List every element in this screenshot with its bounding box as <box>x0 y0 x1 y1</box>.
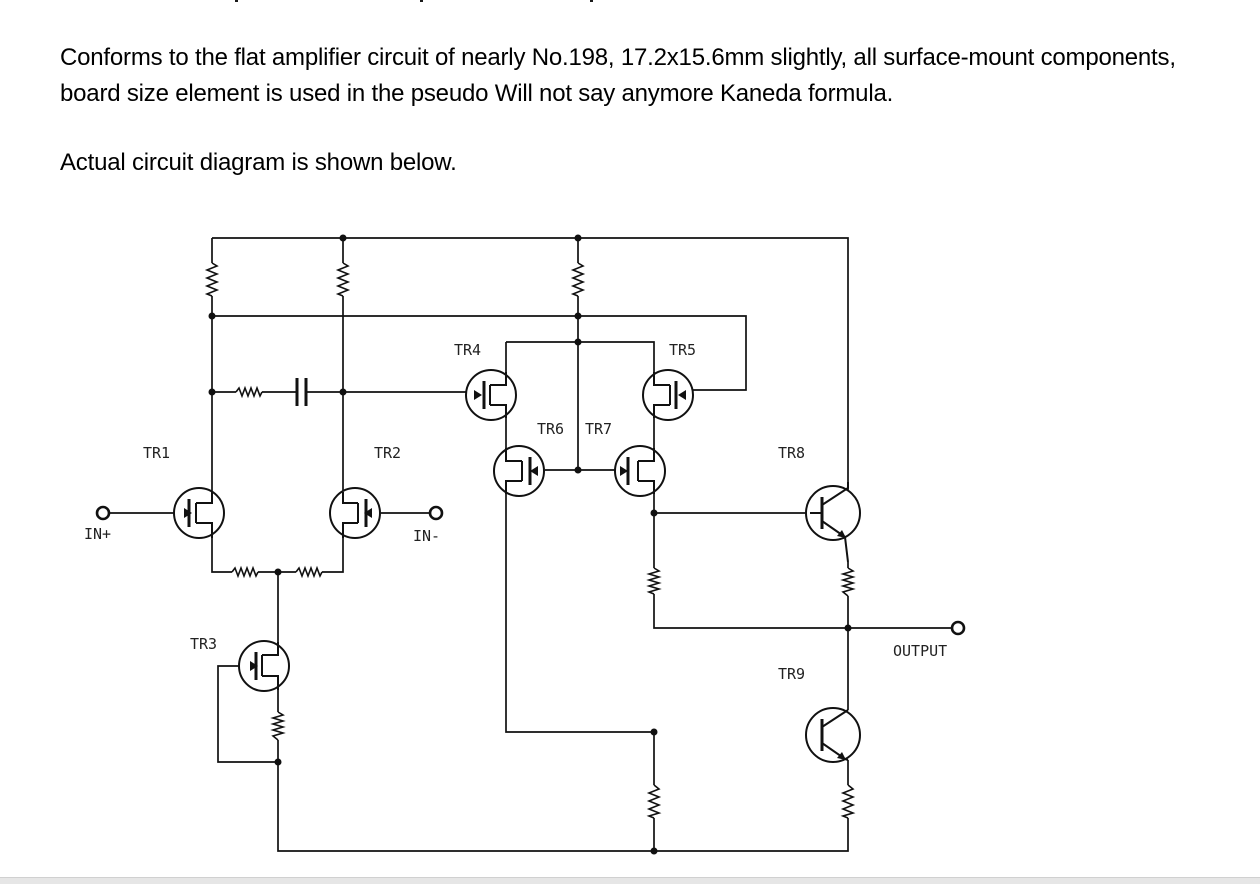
label-tr9: TR9 <box>778 665 805 683</box>
resistor-r9 <box>840 567 856 597</box>
cropped-text-remnant <box>0 0 1260 3</box>
input-plus-terminal <box>95 505 111 521</box>
label-tr7: TR7 <box>585 420 612 438</box>
circuit-schematic: TR1 TR2 TR3 TR4 TR5 TR6 TR7 TR8 TR9 IN+ … <box>84 234 966 855</box>
resistor-r10 <box>646 784 662 819</box>
horizontal-scrollbar-track[interactable] <box>0 877 1260 884</box>
jfet-tr6 <box>493 445 545 497</box>
label-in-minus: IN- <box>413 527 440 545</box>
jfet-tr3 <box>238 640 290 692</box>
resistor-r6 <box>295 565 323 579</box>
resistor-r2 <box>335 262 351 297</box>
resistor-r4 <box>235 385 263 399</box>
label-in-plus: IN+ <box>84 525 111 543</box>
description-paragraph: Conforms to the flat amplifier circuit o… <box>60 44 1176 107</box>
terminals <box>95 505 966 636</box>
resistor-r1 <box>204 262 220 297</box>
resistors <box>204 262 856 819</box>
label-tr2: TR2 <box>374 444 401 462</box>
capacitor <box>295 378 308 406</box>
label-output: OUTPUT <box>893 642 947 660</box>
output-terminal <box>950 620 966 636</box>
label-tr1: TR1 <box>143 444 170 462</box>
resistor-r8 <box>646 567 662 595</box>
jfet-tr7 <box>614 445 666 497</box>
resistor-r11 <box>840 784 856 819</box>
diagram-intro-paragraph: Actual circuit diagram is shown below. <box>60 149 457 176</box>
input-minus-terminal <box>428 505 444 521</box>
jfet-tr1 <box>173 487 225 539</box>
label-tr4: TR4 <box>454 341 481 359</box>
labels: TR1 TR2 TR3 TR4 TR5 TR6 TR7 TR8 TR9 IN+ … <box>84 341 947 683</box>
resistor-r3 <box>570 262 586 297</box>
label-tr5: TR5 <box>669 341 696 359</box>
bjt-tr8 <box>805 482 861 563</box>
resistor-r7 <box>270 711 286 741</box>
resistor-r5 <box>231 565 259 579</box>
jfet-tr4 <box>465 369 517 421</box>
wiring <box>110 237 958 852</box>
jfet-tr2 <box>329 487 381 539</box>
junction-dots <box>208 234 852 855</box>
bjt-tr9 <box>805 707 861 763</box>
label-tr6: TR6 <box>537 420 564 438</box>
jfet-tr5 <box>642 369 694 421</box>
label-tr8: TR8 <box>778 444 805 462</box>
label-tr3: TR3 <box>190 635 217 653</box>
